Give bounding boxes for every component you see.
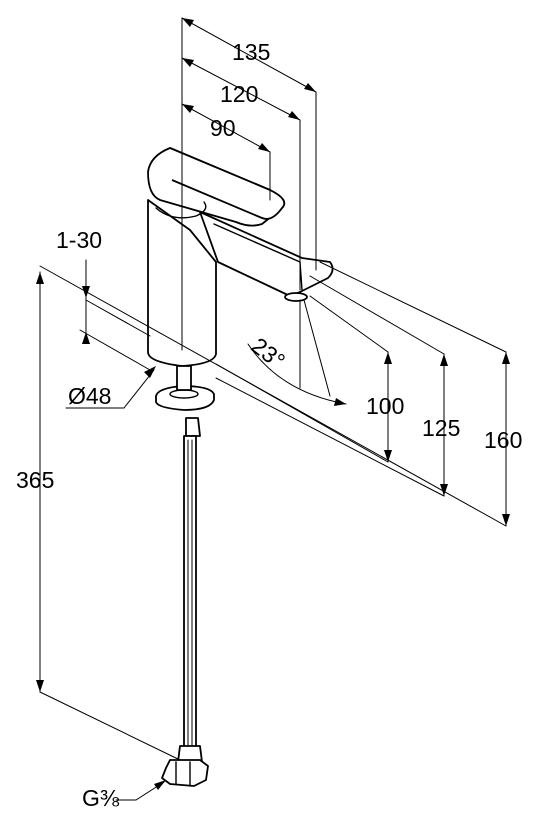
faucet-body: [147, 147, 334, 367]
dim-connection-thread-label: G⅜: [82, 785, 120, 811]
dim-deck-thickness-label: 1-30: [56, 227, 102, 253]
mounting-assembly: [155, 365, 215, 787]
height-dimensions: [39, 261, 510, 527]
dim-hose-length-label: 365: [16, 467, 54, 493]
hole-diameter-dimension: [65, 366, 156, 409]
hose-length-dimension: [36, 271, 181, 761]
dim-angle-label: 23°: [247, 332, 290, 374]
dim-100-label: 100: [366, 393, 404, 419]
top-dimensions: [181, 17, 317, 351]
angle-dimension: [247, 299, 347, 406]
dim-125-label: 125: [422, 415, 460, 441]
dim-120-label: 120: [220, 81, 258, 107]
dim-160-label: 160: [484, 427, 522, 453]
connection-thread-dimension: [115, 780, 166, 801]
dim-hole-diameter-label: Ø48: [68, 383, 111, 409]
dim-90-label: 90: [210, 115, 236, 141]
deck-thickness-dimension: [79, 259, 151, 371]
dim-135-label: 135: [232, 39, 270, 65]
